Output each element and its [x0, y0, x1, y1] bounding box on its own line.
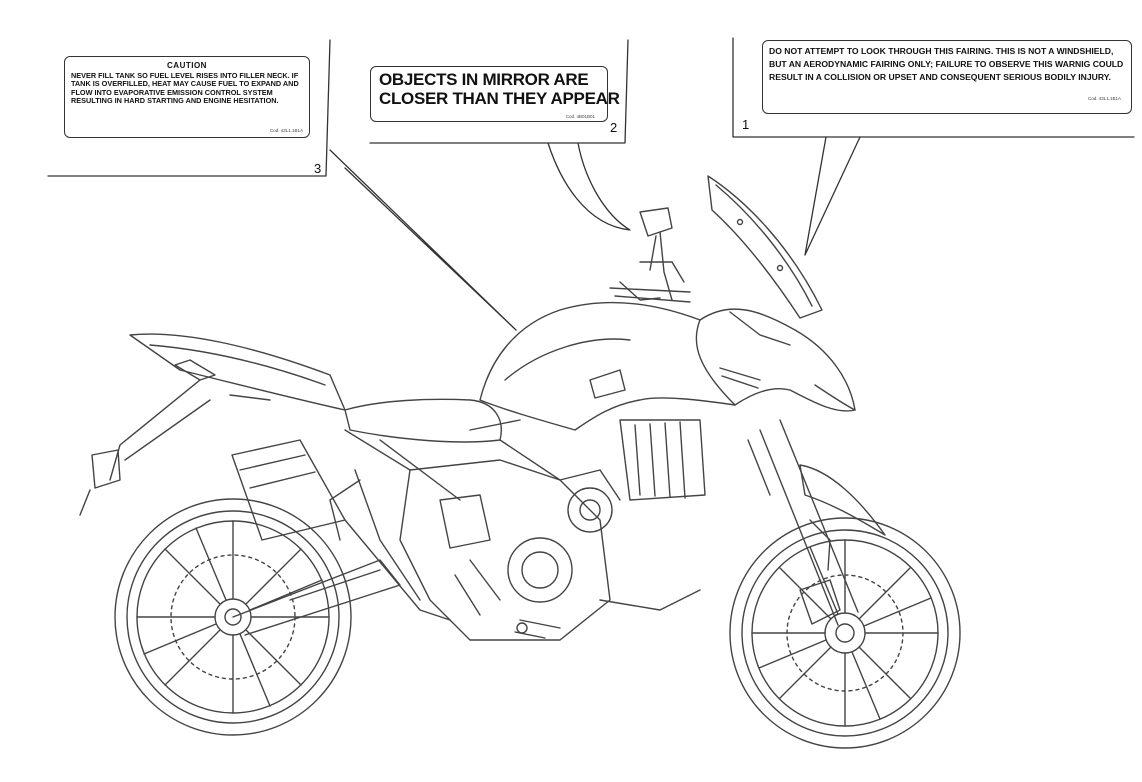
- label-3-code: Cod. 43L1.1B1A: [269, 128, 303, 133]
- callout-number-3: 3: [314, 161, 322, 176]
- mirror-warning-line-1: OBJECTS IN MIRROR ARE: [379, 70, 589, 89]
- engine: [399, 459, 701, 641]
- callout-number-2: 2: [610, 120, 618, 135]
- label-1-code: Cod. 43L1.1B1A: [1087, 96, 1121, 101]
- callout-number-1: 1: [742, 117, 750, 132]
- leader-lines: [47, 37, 1135, 331]
- front-wheel: [729, 517, 961, 749]
- pointer-3: [329, 149, 517, 331]
- mirror-warning-line-2: CLOSER THAN THEY APPEAR: [379, 89, 620, 108]
- rear-wheel: [114, 498, 352, 736]
- caution-title: CAUTION: [167, 61, 207, 70]
- frame: [329, 419, 561, 601]
- mirror-warning-label: OBJECTS IN MIRROR ARE CLOSER THAN THEY A…: [370, 66, 620, 122]
- seat-and-tail: [129, 333, 502, 443]
- fairing-warning-label: DO NOT ATTEMPT TO LOOK THROUGH THIS FAIR…: [762, 40, 1132, 114]
- tank-and-fairing: [479, 301, 856, 501]
- license-plate-bracket: [79, 379, 211, 516]
- leader-line-2: [369, 39, 629, 144]
- leader-line-3: [47, 39, 331, 177]
- front-fork: [747, 419, 886, 626]
- swingarm: [232, 559, 401, 636]
- footpeg: [514, 619, 561, 639]
- pointer-1: [804, 136, 861, 256]
- fairing-warning-text: DO NOT ATTEMPT TO LOOK THROUGH THIS FAIR…: [769, 46, 1124, 82]
- leader-line-1: [732, 37, 1135, 138]
- pointer-2: [547, 142, 631, 231]
- handlebar: [609, 261, 691, 303]
- caution-fuel-label: CAUTION NEVER FILL TANK SO FUEL LEVEL RI…: [64, 56, 310, 138]
- windscreen: [707, 175, 823, 319]
- exhaust: [231, 439, 451, 621]
- mirror: [639, 207, 673, 301]
- caution-text: NEVER FILL TANK SO FUEL LEVEL RISES INTO…: [71, 71, 299, 106]
- label-2-code: Cod. 4B01B01: [565, 114, 595, 119]
